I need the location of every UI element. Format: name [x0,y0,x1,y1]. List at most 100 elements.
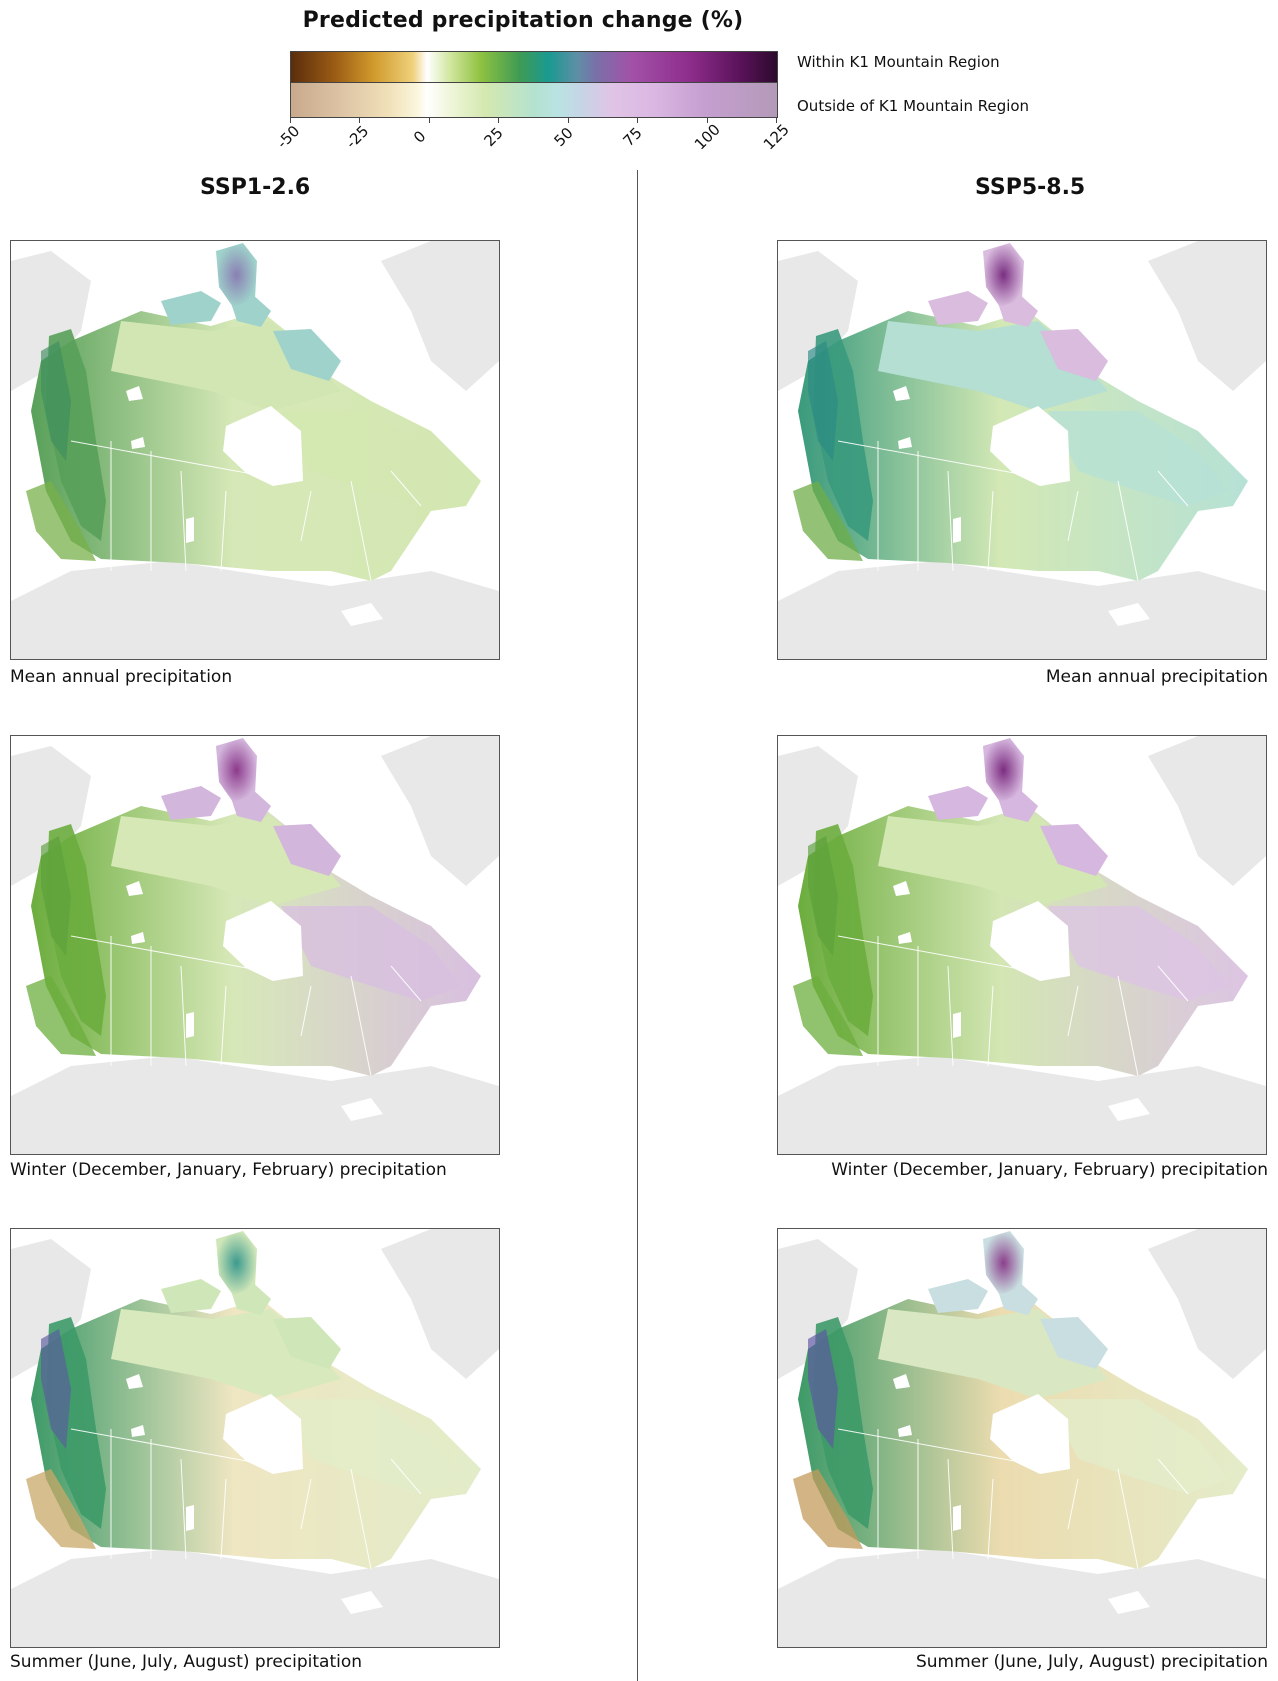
usa-land [778,1056,1266,1154]
column-header-ssp126: SSP1-2.6 [200,175,311,200]
colorbar-tick-label: 100 [690,120,724,154]
map-panel-ssp585-winter [777,735,1267,1155]
great-lakes [341,1591,383,1614]
alaska-land [11,746,91,886]
province-border [180,1458,187,1560]
great-lakes [1108,1591,1150,1614]
colorbar-tick-label: 0 [409,127,430,147]
great-slave-lake [898,437,912,449]
colorbar-tick-label: -50 [273,121,304,153]
colorbar-tickmark [567,117,569,123]
map-panel-ssp585-annual [777,240,1267,660]
arctic-island [273,1317,341,1369]
province-border [1157,1458,1189,1495]
caption-ssp585-summer: Summer (June, July, August) precipitatio… [915,1652,1268,1672]
great-lakes [1108,1098,1150,1121]
eastern-region [1048,1399,1228,1494]
caption-ssp585-annual: Mean annual precipitation [1045,667,1268,687]
colorbar-outside-label: Outside of K1 Mountain Region [797,97,1030,115]
great-lakes [341,603,383,626]
arctic-island [1040,1317,1108,1369]
province-border [947,965,954,1067]
province-border [70,440,292,482]
ellesmere-island [216,1231,257,1295]
province-border [180,965,187,1067]
province-border [837,440,1059,482]
colorbar-tick-label: 75 [619,123,646,151]
alaska-land [778,251,858,391]
arctic-island [161,291,221,325]
caption-ssp585-winter: Winter (December, January, February) pre… [831,1160,1268,1180]
province-border [390,470,422,507]
province-border [350,975,372,1077]
province-border [300,490,312,542]
arctic-island [928,786,988,820]
great-slave-lake [898,1425,912,1437]
province-border [180,470,187,572]
iceland-land [1198,744,1218,776]
province-border [1157,470,1189,507]
eastern-region [1048,411,1228,506]
great-bear-lake [126,881,143,896]
colorbar-tickmark [776,117,777,123]
eastern-region [281,1399,461,1494]
great-bear-lake [893,386,910,401]
lake-winnipeg [953,517,961,543]
map-panel-ssp126-annual [10,240,500,660]
colorbar-tick-label: 50 [550,123,577,151]
iceland-land [1198,1237,1218,1269]
great-bear-lake [893,881,910,896]
lake-winnipeg [186,1012,194,1038]
great-slave-lake [131,437,145,449]
greenland-land [1148,736,1266,886]
caption-ssp126-annual: Mean annual precipitation [10,667,233,687]
province-border [1067,490,1079,542]
eastern-region [1048,906,1228,1001]
alaska-land [778,1239,858,1379]
province-border [1067,985,1079,1037]
arctic-island [273,329,341,381]
usa-land [11,561,499,659]
iceland-land [431,249,451,281]
colorbar-within-label: Within K1 Mountain Region [797,53,1000,71]
map-panel-ssp126-summer [10,1228,500,1648]
legend-title: Predicted precipitation change (%) [302,8,744,33]
province-border [1067,1478,1079,1530]
hudson-bay [990,1394,1070,1474]
southwest-coast [793,1469,863,1549]
province-border [1117,975,1139,1077]
province-border [390,1458,422,1495]
greenland-land [381,1229,499,1379]
province-border [220,985,227,1067]
arctic-island [928,291,988,325]
iceland-land [431,1237,451,1269]
province-border [837,935,1059,977]
province-border [300,1478,312,1530]
coast-mountains [41,1329,71,1449]
lake-winnipeg [186,1505,194,1531]
great-slave-lake [131,932,145,944]
arctic-island [161,1279,221,1313]
great-lakes [341,1098,383,1121]
great-slave-lake [898,932,912,944]
hudson-bay [990,901,1070,981]
ellesmere-island [216,738,257,802]
eastern-region [281,906,461,1001]
colorbar-tickmark [498,117,500,123]
province-border [220,1478,227,1560]
coast-mountains [808,836,838,956]
coast-mountains [41,836,71,956]
colorbar-tick-label: 25 [480,123,507,151]
usa-land [11,1056,499,1154]
great-slave-lake [131,1425,145,1437]
hudson-bay [990,406,1070,486]
province-border [1117,480,1139,582]
map-panel-ssp585-summer [777,1228,1267,1648]
ellesmere-island [983,1231,1024,1295]
great-lakes [1108,603,1150,626]
colorbar-tickmark [290,117,291,123]
province-border [987,1478,994,1560]
province-border [987,490,994,572]
arctic-island [273,824,341,876]
colorbar-tick-label: 125 [759,120,793,154]
